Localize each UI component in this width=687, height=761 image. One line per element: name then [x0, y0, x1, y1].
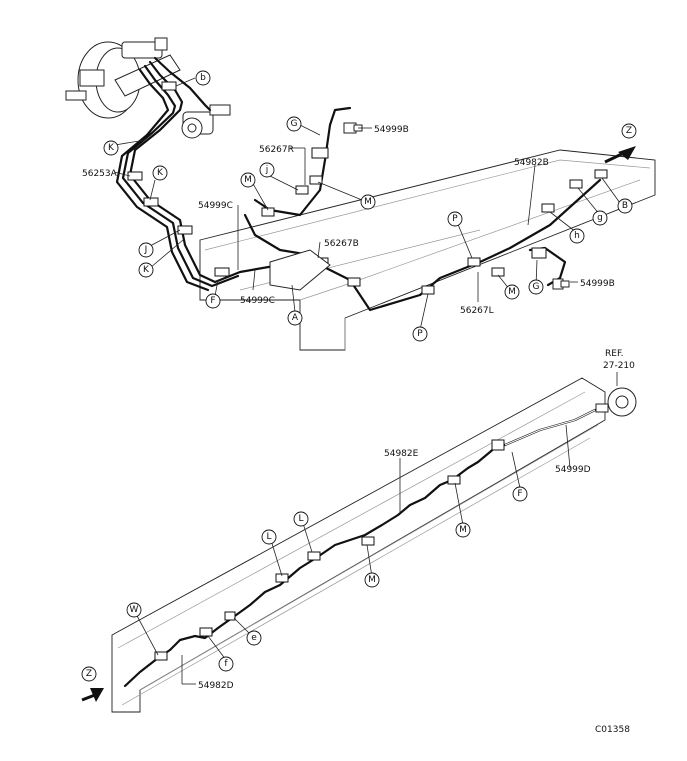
arrow-z-top [604, 146, 636, 164]
callout-Z-bottom: Z [81, 666, 97, 682]
svg-text:Z: Z [86, 669, 92, 679]
svg-text:M: M [364, 197, 372, 207]
callout-G-top: G [286, 116, 302, 132]
callout-K2: K [152, 165, 168, 181]
svg-text:K: K [143, 265, 150, 275]
svg-text:K: K [108, 143, 115, 153]
callout-j: j [259, 162, 275, 178]
svg-text:M: M [508, 287, 516, 297]
svg-text:G: G [291, 119, 298, 129]
callout-M4: M [455, 522, 471, 538]
clips-bottom [154, 439, 505, 661]
label-ref-1: REF. [605, 349, 624, 359]
callout-F-top: F [205, 293, 221, 309]
svg-text:P: P [452, 214, 458, 224]
svg-text:P: P [417, 329, 423, 339]
leader-lines-bottom [134, 372, 618, 685]
svg-text:G: G [533, 282, 540, 292]
fitting-54999B-right [552, 278, 570, 290]
label-54999D: 54999D [555, 465, 591, 475]
connector-ref [595, 387, 637, 417]
callout-M5: M [364, 572, 380, 588]
label-54999C-a: 54999C [198, 201, 233, 211]
label-56267L: 56267L [460, 306, 494, 316]
brake-booster [65, 37, 181, 119]
callout-Z-top: Z [621, 123, 637, 139]
brake-line-bottom [123, 408, 597, 688]
callout-J: J [138, 242, 154, 258]
callout-b: b [195, 70, 211, 86]
svg-text:g: g [597, 213, 603, 223]
svg-text:b: b [200, 73, 206, 83]
svg-text:J: J [144, 245, 148, 255]
figure-code: C01358 [595, 725, 630, 735]
label-56253A: 56253A [82, 169, 118, 179]
svg-text:K: K [157, 168, 164, 178]
callout-K3: K [138, 262, 154, 278]
svg-text:A: A [292, 313, 299, 323]
label-ref-2: 27-210 [603, 361, 635, 371]
callout-L1: L [261, 529, 277, 545]
svg-text:h: h [574, 231, 580, 241]
callout-B: B [617, 198, 633, 214]
label-54999B-top: 54999B [374, 125, 409, 135]
svg-text:L: L [298, 514, 303, 524]
svg-text:L: L [266, 532, 271, 542]
callout-L2: L [293, 511, 309, 527]
svg-text:M: M [459, 525, 467, 535]
label-56267B: 56267B [324, 239, 359, 249]
svg-text:M: M [368, 575, 376, 585]
callout-h: h [569, 228, 585, 244]
callout-A: A [287, 310, 303, 326]
svg-text:B: B [622, 201, 628, 211]
callout-P1: P [447, 211, 463, 227]
label-54982D: 54982D [198, 681, 234, 691]
label-54982E: 54982E [384, 449, 419, 459]
bracket-a [269, 249, 331, 291]
frame-rail-bottom [111, 377, 606, 713]
svg-text:f: f [224, 659, 228, 669]
svg-text:F: F [210, 296, 215, 306]
callout-K1: K [103, 140, 119, 156]
svg-text:e: e [251, 633, 257, 643]
callout-M3: M [504, 284, 520, 300]
callout-e: e [246, 630, 262, 646]
svg-text:j: j [265, 165, 269, 175]
svg-text:Z: Z [626, 126, 632, 136]
label-56267R: 56267R [259, 145, 294, 155]
callout-W: W [126, 602, 142, 618]
label-54999B-right: 54999B [580, 279, 615, 289]
callout-M2: M [360, 194, 376, 210]
svg-text:F: F [517, 489, 522, 499]
label-54999C-b: 54999C [240, 296, 275, 306]
label-54982B: 54982B [514, 158, 549, 168]
svg-text:W: W [130, 605, 139, 615]
arrow-z-bottom [81, 688, 104, 702]
frame-rail-top [199, 149, 656, 351]
callout-F-bottom: F [512, 486, 528, 502]
callout-G-right: G [528, 279, 544, 295]
brake-lines-bundle [115, 56, 602, 312]
callout-g: g [592, 210, 608, 226]
svg-text:M: M [244, 175, 252, 185]
callout-M1: M [240, 172, 256, 188]
callout-P2: P [412, 326, 428, 342]
proportioning-valve [181, 104, 231, 139]
callout-f: f [218, 656, 234, 672]
